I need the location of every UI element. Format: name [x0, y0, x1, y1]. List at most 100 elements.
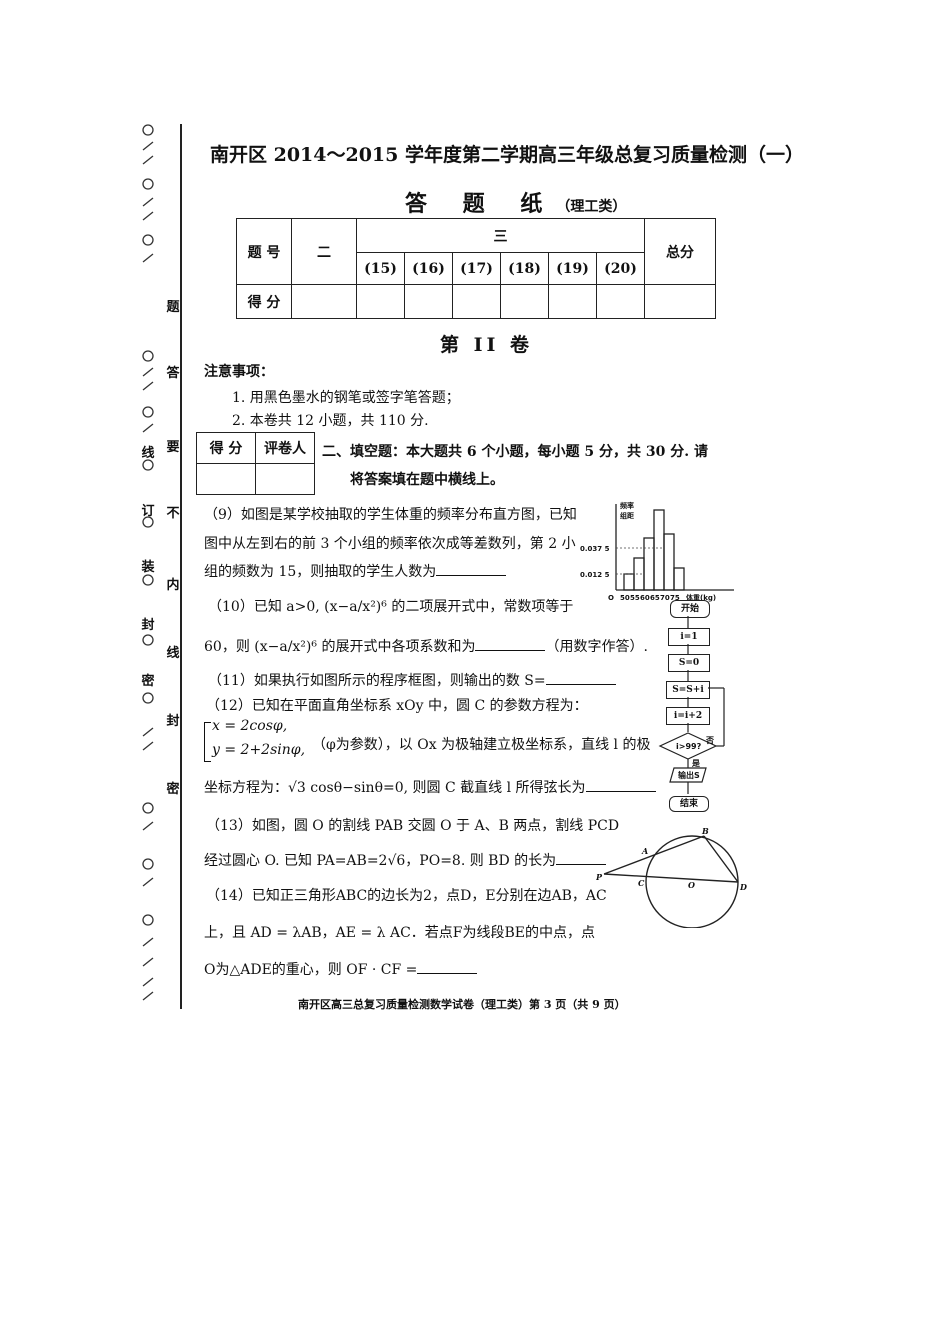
q9-line2: 图中从左到右的前 3 个小组的频率依次成等差数列，第 2 小	[204, 536, 576, 552]
score-cell[interactable]	[291, 284, 357, 319]
flow-init-i: i=1	[668, 628, 710, 646]
hist-xtick: 65	[650, 594, 660, 602]
note-item: 1. 用黑色墨水的钢笔或签字笔答题；	[232, 390, 460, 406]
point-d: D	[739, 882, 747, 892]
score-table: 题 号 二 三 总分 (15) (16) (17) (18) (19) (20)…	[236, 218, 716, 319]
section-title: 第 II 卷	[440, 334, 534, 356]
binding-char: 要	[166, 440, 180, 455]
margin-char: 订	[141, 504, 155, 519]
q12-brace	[204, 722, 211, 762]
score-cell[interactable]	[596, 284, 645, 319]
hist-ytick: 0.037 5	[580, 545, 610, 553]
q12-answer-blank[interactable]	[585, 779, 656, 792]
hist-xtick: O	[608, 594, 614, 602]
row-label-question-no: 题 号	[236, 218, 292, 285]
flow-init-s: S=0	[668, 654, 710, 672]
q14-line2: 上，且 AD = λAB，AE = λ AC．若点F为线段BE的中点，点	[204, 925, 596, 941]
score-cell[interactable]	[404, 284, 453, 319]
flow-cond: i>99?	[676, 742, 702, 751]
q10-text: 60，则 (x−a/x²)⁶ 的展开式中各项系数和为	[204, 639, 476, 655]
grader-score-cell[interactable]	[196, 463, 256, 495]
hist-xlabel: 体重(kg)	[686, 593, 716, 602]
flow-yes-label: 是	[691, 758, 700, 768]
hist-ylabel-top: 频率	[620, 501, 634, 510]
answer-sheet-label: 答 题 纸	[405, 191, 557, 217]
q12-eq2: y = 2+2sinφ,	[212, 742, 306, 758]
binding-char: 密	[166, 782, 180, 797]
point-b: B	[701, 826, 709, 836]
q10-note: （用数字作答）.	[545, 639, 648, 655]
col-total: 总分	[644, 218, 716, 285]
margin-char: 密	[141, 674, 155, 689]
flow-start: 开始	[670, 600, 710, 618]
q11-line: （11）如果执行如图所示的程序框图，则输出的数 S=	[208, 670, 616, 690]
subcol-15: (15)	[356, 252, 405, 285]
score-cell[interactable]	[548, 284, 597, 319]
margin-char: 封	[141, 618, 155, 633]
binding-margin	[134, 120, 162, 1010]
note-item: 2. 本卷共 12 小题，共 110 分.	[232, 413, 429, 429]
part2-instructions-2: 将答案填在题中横线上。	[350, 472, 504, 488]
point-o: O	[688, 880, 695, 890]
hist-xtick: 55	[630, 594, 640, 602]
q10-line2: 60，则 (x−a/x²)⁶ 的展开式中各项系数和为 （用数字作答）.	[204, 636, 648, 656]
q12-line4: （φ为参数），以 Ox 为极轴建立极坐标系，直线 l 的极	[312, 737, 651, 753]
binding-line	[180, 124, 182, 1009]
q13-line2: 经过圆心 O. 已知 PA=AB=2√6，PO=8. 则 BD 的长为	[204, 850, 607, 870]
q9-line1: （9）如图是某学校抽取的学生体重的频率分布直方图，已知	[204, 507, 577, 523]
q11-answer-blank[interactable]	[545, 672, 616, 685]
page-footer: 南开区高三总复习质量检测数学试卷（理工类）第 3 页（共 9 页）	[298, 998, 626, 1011]
q14-text: O为△ADE的重心，则 OF · CF =	[204, 962, 418, 978]
hist-xtick: 50	[620, 594, 630, 602]
score-cell[interactable]	[356, 284, 405, 319]
hist-xtick: 75	[670, 594, 680, 602]
q12-line5: 坐标方程为：√3 cosθ−sinθ=0, 则圆 C 截直线 l 所得弦长为	[204, 777, 656, 797]
grader-score-label: 得 分	[196, 432, 256, 464]
part2-instructions: 二、填空题：本大题共 6 个小题，每小题 5 分，共 30 分. 请	[322, 444, 708, 460]
grader-name-cell[interactable]	[255, 463, 315, 495]
q9-line3: 组的频数为 15，则抽取的学生人数为	[204, 561, 507, 581]
flow-output: 输出S	[678, 770, 700, 780]
binding-char: 封	[166, 714, 180, 729]
binding-char: 线	[166, 646, 180, 661]
q14-line3: O为△ADE的重心，则 OF · CF =	[204, 959, 478, 979]
answer-sheet-title: 答 题 纸（理工类）	[405, 186, 626, 218]
circle-secant-figure: B A P C O D	[596, 826, 747, 928]
q14-line1: （14）已知正三角形ABC的边长为2，点D，E分别在边AB，AC	[206, 888, 607, 904]
score-cell[interactable]	[500, 284, 549, 319]
row-label-score: 得 分	[236, 284, 292, 319]
q12-eq1: x = 2cosφ,	[212, 718, 288, 734]
point-p: P	[596, 872, 603, 882]
binding-char: 答	[166, 366, 180, 381]
grader-table: 得 分 评卷人	[196, 432, 315, 495]
score-cell[interactable]	[452, 284, 501, 319]
exam-title: 南开区 2014～2015 学年度第二学期高三年级总复习质量检测（一）	[210, 144, 804, 166]
point-c: C	[638, 878, 645, 888]
q13-line1: （13）如图，圆 O 的割线 PAB 交圆 O 于 A、B 两点，割线 PCD	[206, 818, 620, 834]
flow-no-label: 否	[705, 736, 714, 745]
hist-xtick: 70	[660, 594, 670, 602]
q12-text: 坐标方程为：√3 cosθ−sinθ=0, 则圆 C 截直线 l 所得弦长为	[204, 780, 586, 796]
hist-ytick: 0.012 5	[580, 571, 610, 579]
subcol-19: (19)	[548, 252, 597, 285]
q10-answer-blank[interactable]	[475, 638, 546, 651]
score-cell[interactable]	[644, 284, 716, 319]
answer-sheet-type: （理工类）	[556, 199, 627, 215]
flowchart-connectors: i>99? 否 是 输出S	[658, 616, 725, 794]
point-a: A	[641, 846, 648, 856]
q9-text: 组的频数为 15，则抽取的学生人数为	[204, 564, 437, 580]
binding-dash-pattern	[142, 124, 154, 1001]
col-part-two: 二	[291, 218, 357, 285]
q14-answer-blank[interactable]	[417, 961, 478, 974]
flow-end: 结束	[669, 796, 709, 812]
q10-line1: （10）已知 a>0, (x−a/x²)⁶ 的二项展开式中，常数项等于	[208, 599, 574, 615]
binding-char: 题	[166, 300, 180, 315]
margin-char: 装	[141, 560, 155, 575]
subcol-20: (20)	[596, 252, 645, 285]
binding-char: 不	[166, 506, 180, 521]
subcol-18: (18)	[500, 252, 549, 285]
q13-text: 经过圆心 O. 已知 PA=AB=2√6，PO=8. 则 BD 的长为	[204, 853, 557, 869]
q9-answer-blank[interactable]	[436, 563, 507, 576]
subcol-16: (16)	[404, 252, 453, 285]
q13-answer-blank[interactable]	[556, 852, 607, 865]
